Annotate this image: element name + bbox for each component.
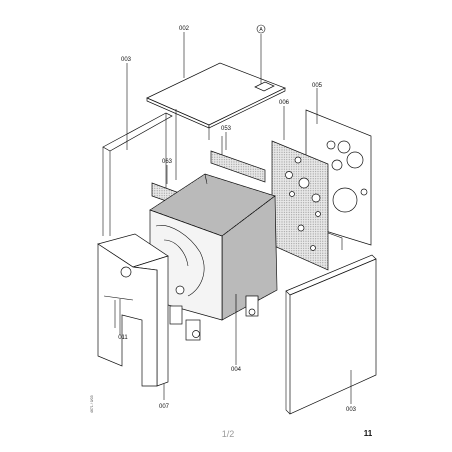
label-063: 063 — [162, 159, 173, 165]
page-marker: 1/2 — [222, 429, 235, 439]
front-panel-007 — [97, 233, 169, 387]
label-011: 011 — [118, 335, 128, 341]
label-005: 005 — [312, 83, 323, 89]
callout-letter: A — [259, 27, 263, 33]
part-labels: 002 003 006 005 053 063 011 004 007 003 — [118, 26, 356, 413]
page-number: 11 — [364, 429, 373, 438]
label-007: 007 — [159, 404, 170, 410]
insulation-plate-006 — [271, 140, 329, 271]
label-053: 053 — [221, 126, 232, 132]
callout-marker-a: A — [256, 24, 266, 34]
top-cover-002 — [146, 62, 286, 180]
label-004: 004 — [231, 367, 242, 373]
bracket-plate-053 — [210, 136, 266, 183]
label-003-right: 003 — [346, 407, 357, 413]
side-panel-003-left — [102, 112, 173, 236]
label-006: 006 — [279, 100, 290, 106]
side-panel-003-right — [285, 254, 377, 415]
boiler-block-004 — [149, 173, 278, 341]
label-003-left: 003 — [121, 57, 132, 63]
side-reference-code: 4671 / 0/03 — [90, 395, 94, 413]
leader-lines — [119, 32, 352, 404]
label-002: 002 — [179, 26, 190, 32]
